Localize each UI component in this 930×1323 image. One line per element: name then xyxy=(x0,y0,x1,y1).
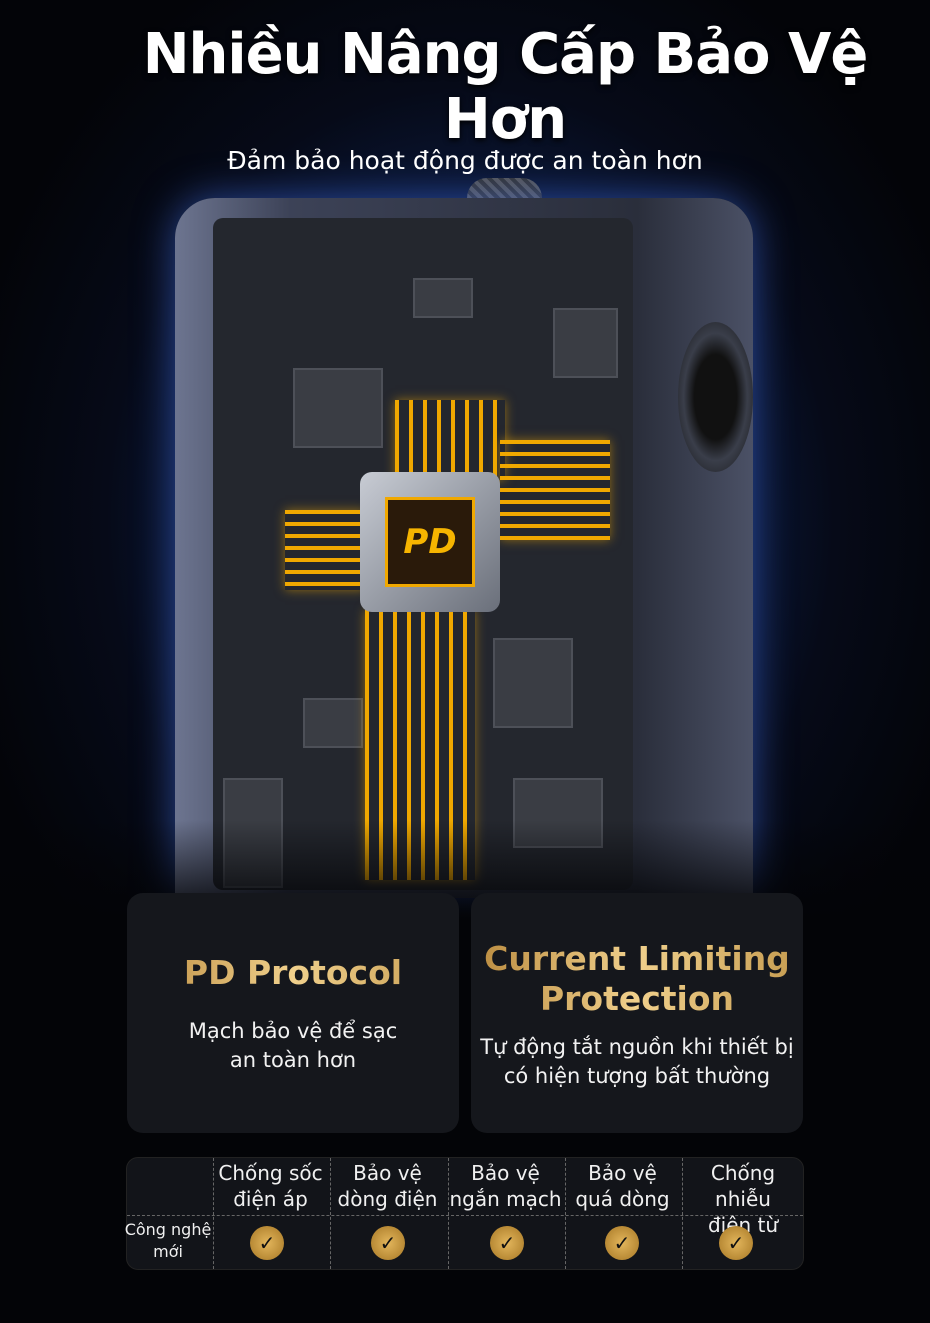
divider xyxy=(448,1158,449,1269)
check-circle-icon: ✓ xyxy=(719,1226,753,1260)
gold-traces xyxy=(500,440,610,540)
divider xyxy=(213,1158,214,1269)
card-title: Current Limiting xyxy=(471,939,803,979)
subtitle-text: Đảm bảo hoạt động được an toàn hơn xyxy=(227,146,703,175)
gold-traces xyxy=(395,400,505,480)
check-circle-icon: ✓ xyxy=(490,1226,524,1260)
card-desc: Tự động tắt nguồn khi thiết bị xyxy=(480,1035,794,1059)
check-circle-icon: ✓ xyxy=(250,1226,284,1260)
page-title: Nhiều Nâng Cấp Bảo Vệ Hơn xyxy=(142,22,869,152)
feature-card-pd: PD Protocol Mạch bảo vệ để sạc an toàn h… xyxy=(127,893,459,1133)
card-title: Protection xyxy=(471,979,803,1019)
check-circle-icon: ✓ xyxy=(605,1226,639,1260)
check-circle-icon: ✓ xyxy=(371,1226,405,1260)
divider xyxy=(682,1158,683,1269)
pd-chip: PD xyxy=(360,472,500,612)
divider xyxy=(565,1158,566,1269)
pd-chip-label: PD xyxy=(385,497,475,587)
card-desc: có hiện tượng bất thường xyxy=(503,1064,771,1088)
card-desc: an toàn hơn xyxy=(229,1048,357,1072)
feature-table xyxy=(126,1157,804,1270)
card-desc: Mạch bảo vệ để sạc xyxy=(188,1019,398,1043)
page-subtitle: Đảm bảo hoạt động được an toàn hơn xyxy=(0,146,930,175)
divider xyxy=(127,1215,803,1216)
gold-traces xyxy=(285,510,365,590)
card-title: PD Protocol xyxy=(127,953,459,993)
feature-card-current-limiting: Current Limiting Protection Tự động tắt … xyxy=(471,893,803,1133)
divider xyxy=(330,1158,331,1269)
side-knob xyxy=(678,322,753,472)
